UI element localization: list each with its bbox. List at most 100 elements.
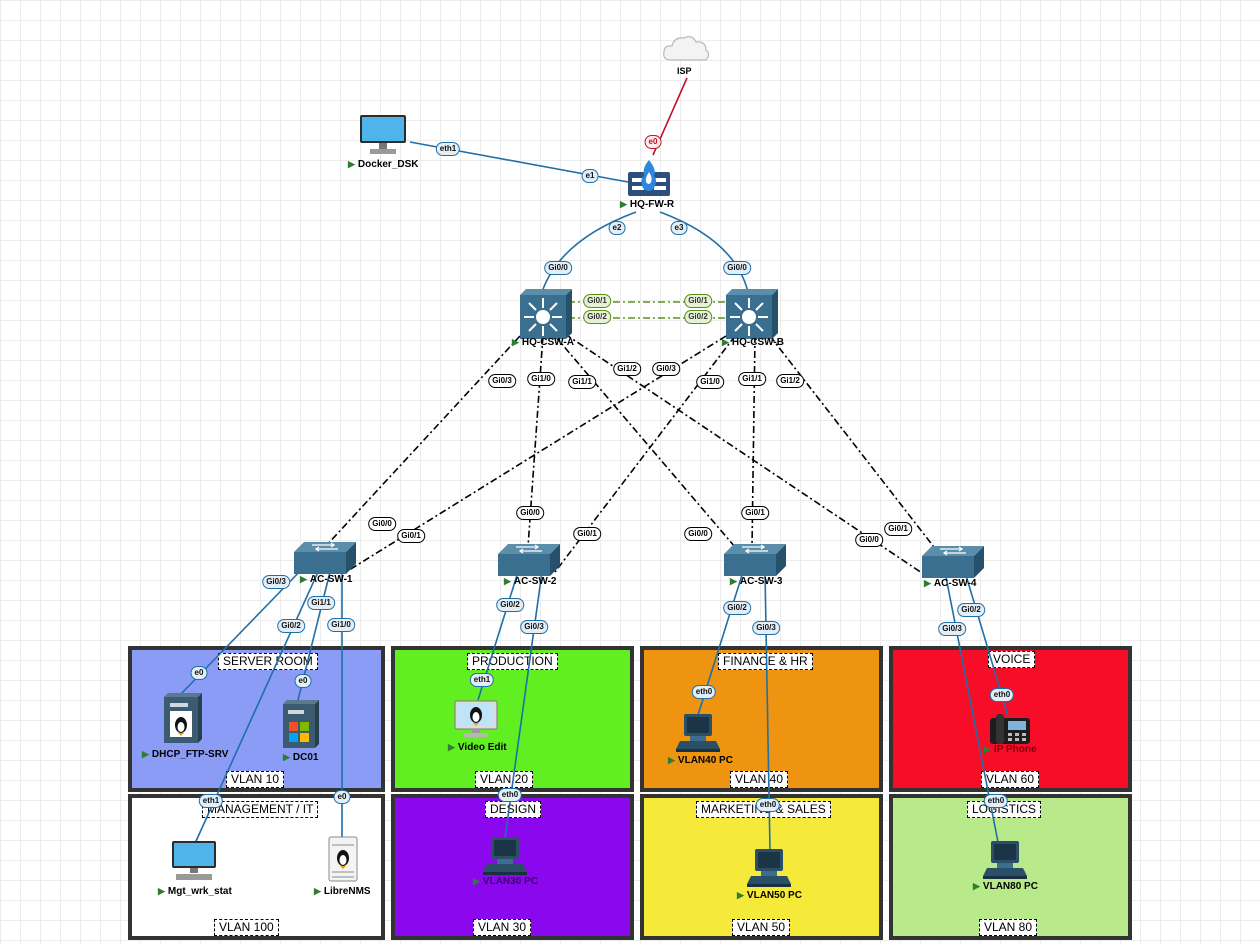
pc-icon <box>747 849 791 887</box>
node-ac-sw-4[interactable]: ▶AC-SW-4 <box>922 546 984 589</box>
node-ac-sw-1[interactable]: ▶AC-SW-1 <box>294 542 356 585</box>
port-label: Gi0/2 <box>496 598 524 612</box>
running-icon: ▶ <box>924 578 931 588</box>
port-label: Gi1/0 <box>527 372 555 386</box>
node-vlan50-pc[interactable]: ▶VLAN50 PC <box>737 848 802 901</box>
node-dhcp-ftp-srv[interactable]: ▶DHCP_FTP-SRV <box>142 693 228 760</box>
link-cswa-ac3 <box>554 335 736 548</box>
running-icon: ▶ <box>668 755 675 765</box>
node-hq-fw-r[interactable]: ▶HQ-FW-R <box>620 160 674 210</box>
zone-vlan: VLAN 30 <box>473 919 532 936</box>
port-label: Gi0/2 <box>277 619 305 633</box>
node-label: ▶Docker_DSK <box>348 159 419 170</box>
port-label: Gi0/3 <box>938 622 966 636</box>
switch-icon <box>724 544 786 576</box>
node-ac-sw-2[interactable]: ▶AC-SW-2 <box>498 544 560 587</box>
monitor-icon <box>172 841 216 880</box>
port-label: eth0 <box>983 794 1009 808</box>
zone-title: PRODUCTION <box>467 653 558 670</box>
zone-vlan: VLAN 10 <box>226 771 285 788</box>
node-ip-phone[interactable]: ▶IP Phone <box>984 714 1037 755</box>
node-label: ▶VLAN30 PC <box>473 876 538 887</box>
node-label: ▶VLAN40 PC <box>668 755 733 766</box>
node-docker[interactable]: ▶Docker_DSK <box>348 114 419 170</box>
port-label: Gi1/0 <box>696 375 724 389</box>
zone-vlan: VLAN 100 <box>214 919 279 936</box>
node-label: ▶AC-SW-1 <box>300 574 353 585</box>
port-label: Gi1/1 <box>568 375 596 389</box>
running-icon: ▶ <box>448 742 455 752</box>
running-icon: ▶ <box>504 576 511 586</box>
ip-phone-icon <box>990 714 1030 744</box>
link-fw-cswa <box>541 211 637 293</box>
port-label: Gi0/1 <box>397 529 425 543</box>
running-icon: ▶ <box>620 199 627 209</box>
zone-voice: VOICE VLAN 60 <box>889 646 1132 792</box>
port-label: Gi0/3 <box>262 575 290 589</box>
link-fw-cswb <box>659 211 749 293</box>
switch-icon <box>294 542 356 574</box>
running-icon: ▶ <box>158 886 165 896</box>
node-vlan40-pc[interactable]: ▶VLAN40 PC <box>668 713 733 766</box>
port-label: Gi0/1 <box>684 294 712 308</box>
port-label: Gi0/0 <box>723 261 751 275</box>
node-dc01[interactable]: ▶DC01 <box>283 700 319 763</box>
link-cswb-ac4 <box>769 335 945 561</box>
node-isp[interactable]: ISP <box>660 32 712 76</box>
port-label: Gi1/2 <box>613 362 641 376</box>
port-label: Gi0/1 <box>583 294 611 308</box>
link-cswa-ac1 <box>324 335 521 548</box>
port-label: e3 <box>670 221 688 235</box>
port-label: e1 <box>581 169 599 183</box>
port-label: Gi0/0 <box>855 533 883 547</box>
node-librenms[interactable]: ▶LibreNMS <box>314 836 371 897</box>
node-hq-csw-b[interactable]: ▶HQ-CSW-B <box>722 289 784 348</box>
port-label: Gi0/3 <box>520 620 548 634</box>
port-label: Gi0/1 <box>884 522 912 536</box>
port-label: Gi0/2 <box>957 603 985 617</box>
port-label: Gi1/1 <box>307 596 335 610</box>
port-label: Gi0/2 <box>723 601 751 615</box>
port-label: e2 <box>608 221 626 235</box>
port-label: eth0 <box>691 685 717 699</box>
layer3-switch-icon <box>520 289 572 339</box>
port-label: Gi0/3 <box>652 362 680 376</box>
port-label: Gi0/3 <box>752 621 780 635</box>
running-icon: ▶ <box>283 752 290 762</box>
port-label: e0 <box>294 674 312 688</box>
node-hq-csw-a[interactable]: ▶HQ-CSW-A <box>512 289 574 348</box>
running-icon: ▶ <box>473 876 480 886</box>
zone-vlan: VLAN 60 <box>981 771 1040 788</box>
node-vlan80-pc[interactable]: ▶VLAN80 PC <box>973 840 1038 892</box>
port-label: Gi0/1 <box>573 527 601 541</box>
port-label: Gi0/2 <box>583 310 611 324</box>
port-label: Gi0/3 <box>488 374 516 388</box>
firewall-router-icon <box>628 160 670 196</box>
zone-title: MANAGEMENT / IT <box>202 801 319 818</box>
port-label: Gi0/0 <box>684 527 712 541</box>
node-video-edit[interactable]: ▶Video Edit <box>448 700 507 753</box>
running-icon: ▶ <box>142 749 149 759</box>
port-label: Gi0/0 <box>368 517 396 531</box>
zone-title: FINANCE & HR <box>718 653 813 670</box>
port-label: Gi0/0 <box>544 261 572 275</box>
node-vlan30-pc[interactable]: ▶VLAN30 PC <box>473 836 538 887</box>
zone-vlan: VLAN 50 <box>732 919 791 936</box>
node-mgt-wrk-stat[interactable]: ▶Mgt_wrk_stat <box>158 840 232 897</box>
layer3-switch-icon <box>726 289 778 339</box>
pc-icon <box>983 841 1027 879</box>
running-icon: ▶ <box>722 337 729 347</box>
linux-desktop-icon <box>454 700 498 737</box>
port-label: Gi0/1 <box>741 506 769 520</box>
pc-icon <box>483 837 527 875</box>
node-label: ISP <box>677 66 692 76</box>
node-label: ▶Mgt_wrk_stat <box>158 886 232 897</box>
running-icon: ▶ <box>348 159 355 169</box>
node-ac-sw-3[interactable]: ▶AC-SW-3 <box>724 544 786 587</box>
node-label: ▶AC-SW-2 <box>504 576 557 587</box>
switch-icon <box>922 546 984 578</box>
port-label: eth1 <box>198 794 224 808</box>
cloud-icon <box>663 36 710 61</box>
zone-vlan: VLAN 80 <box>979 919 1038 936</box>
